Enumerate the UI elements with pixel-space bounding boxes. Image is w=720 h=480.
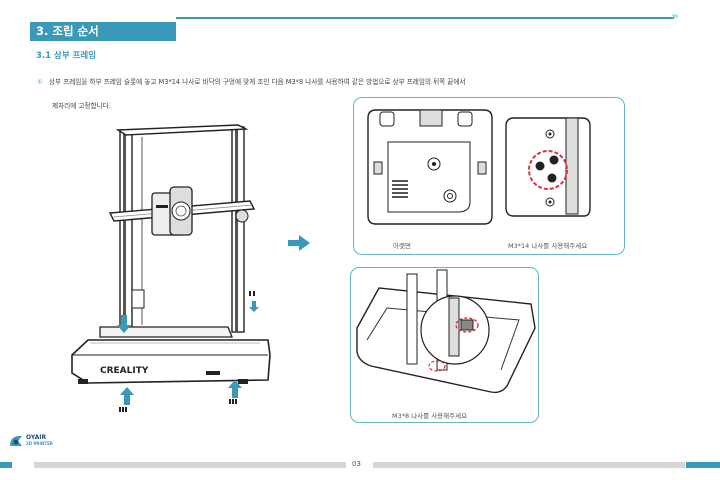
arrow-down-icon bbox=[249, 301, 259, 312]
instruction-line-1: 상부 프레임을 하부 프레임 슬롯에 놓고 M3*14 나사로 바닥의 구멍에 … bbox=[48, 78, 466, 86]
subsection-title: 3.1 상부 프레임 bbox=[36, 51, 97, 61]
footer-bar-right bbox=[373, 462, 685, 468]
rear-illustration bbox=[356, 269, 536, 394]
arrow-right-icon bbox=[288, 235, 310, 251]
caption-m3x14: M3*14 나사를 사용해주세요 bbox=[508, 242, 588, 250]
instruction-text: ① 상부 프레임을 하부 프레임 슬롯에 놓고 M3*14 나사로 바닥의 구멍에… bbox=[37, 70, 657, 118]
arrow-up-icon bbox=[228, 380, 242, 398]
highlight-circle bbox=[528, 150, 568, 190]
chevron-right-icon: ››› bbox=[671, 11, 679, 22]
logo-line-2: 3D PRINTER bbox=[26, 441, 53, 446]
brand-logo: OYAIR 3D PRINTER bbox=[8, 434, 53, 448]
header-rule bbox=[176, 17, 674, 19]
arrow-down-icon bbox=[117, 315, 131, 333]
printer-brand-label: CREALITY bbox=[100, 366, 149, 376]
underside-illustration bbox=[367, 109, 591, 225]
caption-m3x8: M3*8 나사를 사용해주세요 bbox=[392, 412, 468, 420]
footer-accent-right bbox=[686, 462, 720, 468]
step-number: ① bbox=[37, 78, 43, 86]
arrow-up-icon bbox=[120, 387, 134, 405]
rear-detail-panel bbox=[350, 267, 539, 423]
logo-line-1: OYAIR bbox=[26, 434, 47, 441]
footer-bar-left bbox=[34, 462, 346, 468]
footer-accent-left bbox=[0, 462, 12, 468]
instruction-line-2: 제자리에 고정합니다. bbox=[52, 102, 111, 110]
section-title: 3. 조립 순서 bbox=[30, 22, 176, 41]
printer-illustration: CREALITY bbox=[71, 124, 271, 412]
logo-icon bbox=[10, 436, 22, 446]
highlight-circle bbox=[455, 317, 479, 333]
underside-detail-panel bbox=[353, 97, 625, 255]
screw-icon bbox=[119, 291, 255, 412]
page-number: 03 bbox=[352, 460, 361, 468]
caption-underside: 아랫면 bbox=[393, 242, 411, 250]
